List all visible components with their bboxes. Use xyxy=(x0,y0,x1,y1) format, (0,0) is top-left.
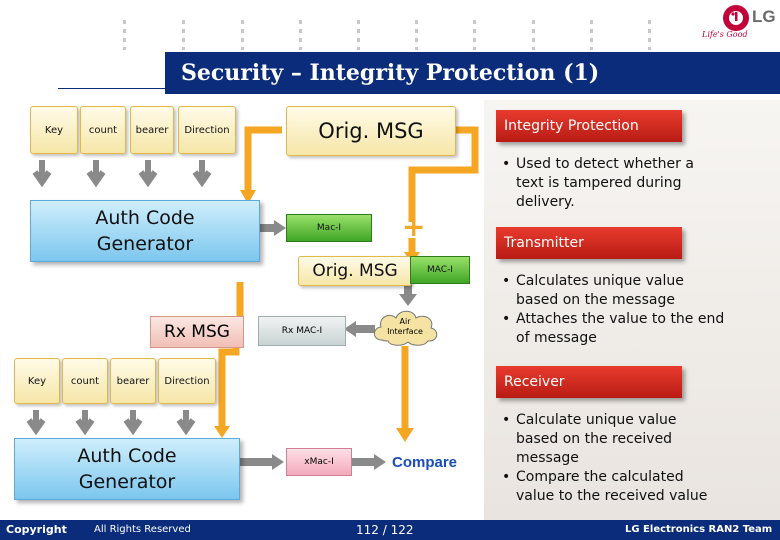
header-rule xyxy=(58,88,168,89)
mac-i-tag: MAC-I xyxy=(410,256,470,284)
integrity-protection-header: Integrity Protection xyxy=(496,110,682,142)
header-decoration xyxy=(590,20,593,50)
receiver-bullets: Calculate unique value based on the rece… xyxy=(500,411,710,506)
input-bearer-top: bearer xyxy=(130,106,174,154)
input-count-top: count xyxy=(80,106,126,154)
orig-msg-mid: Orig. MSG xyxy=(298,256,412,286)
air-interface-label: Air Interface xyxy=(387,317,423,336)
mac-i-label: Mac-I xyxy=(316,223,342,233)
input-label: bearer xyxy=(116,375,150,387)
bullet-item: Calculates unique value based on the mes… xyxy=(500,272,725,310)
header-decoration xyxy=(532,20,535,50)
bullet-item: Used to detect whether a text is tampere… xyxy=(500,155,725,212)
input-label: count xyxy=(70,375,100,387)
orig-msg-label: Orig. MSG xyxy=(312,261,398,281)
footer-team: LG Electronics RAN2 Team xyxy=(625,524,773,535)
transmitter-header: Transmitter xyxy=(496,227,682,259)
footer-page-number: 112 / 122 xyxy=(356,523,414,537)
page-title-bar: Security – Integrity Protection (1) xyxy=(165,52,780,94)
xmac-i-box: xMac-I xyxy=(286,448,352,476)
arrow-down-icon xyxy=(32,160,212,188)
integrity-title: Integrity Protection xyxy=(504,118,639,134)
footer-rights: All Rights Reserved xyxy=(94,524,191,535)
rx-mac-i-label: Rx MAC-I xyxy=(281,326,323,336)
lg-logo: LG Life's Good xyxy=(700,2,778,46)
transmitter-bullets: Calculates unique value based on the mes… xyxy=(500,272,725,348)
input-bearer-bottom: bearer xyxy=(110,358,156,404)
xmac-i-label: xMac-I xyxy=(304,457,334,467)
receiver-header: Receiver xyxy=(496,366,682,398)
lg-logo-mark xyxy=(723,5,749,31)
rx-msg-label: Rx MSG xyxy=(164,322,230,342)
mac-i-tag-label: MAC-I xyxy=(427,265,453,275)
input-count-bottom: count xyxy=(62,358,108,404)
input-label: Key xyxy=(44,124,64,136)
cloud-icon xyxy=(373,310,438,346)
page-title: Security – Integrity Protection (1) xyxy=(181,60,600,86)
input-label: count xyxy=(88,124,118,136)
header-decoration xyxy=(299,20,302,50)
plus-icon: + xyxy=(402,210,426,243)
transmitter-title: Transmitter xyxy=(504,235,584,251)
bullet-item: Attaches the value to the end of message xyxy=(500,310,725,348)
lg-slogan: Life's Good xyxy=(702,30,748,39)
arrow-down-icon xyxy=(26,410,196,436)
orig-msg-label: Orig. MSG xyxy=(318,119,424,143)
header-decoration xyxy=(182,20,185,50)
receiver-title: Receiver xyxy=(504,374,565,390)
air-interface-cloud: Air Interface xyxy=(368,306,442,348)
input-label: Direction xyxy=(184,124,230,136)
auth-code-generator-top: Auth Code Generator xyxy=(30,200,260,262)
header-decoration xyxy=(123,20,126,50)
orig-msg-top: Orig. MSG xyxy=(286,106,456,156)
footer-bar: Copyright All Rights Reserved 112 / 122 … xyxy=(0,520,780,540)
mac-i-box: Mac-I xyxy=(286,214,372,242)
input-label: Direction xyxy=(164,375,210,387)
rx-msg-box: Rx MSG xyxy=(150,316,244,348)
bullet-item: Calculate unique value based on the rece… xyxy=(500,411,710,468)
input-label: Key xyxy=(27,375,47,387)
header-decoration xyxy=(241,20,244,50)
auth-gen-label: Auth Code Generator xyxy=(77,445,177,493)
header-decoration xyxy=(415,20,418,50)
header-decoration xyxy=(473,20,476,50)
footer-copyright: Copyright xyxy=(6,523,67,536)
integrity-bullets: Used to detect whether a text is tampere… xyxy=(500,155,725,212)
auth-code-generator-bottom: Auth Code Generator xyxy=(14,438,240,500)
input-key-top: Key xyxy=(30,106,78,154)
input-label: bearer xyxy=(135,124,169,136)
input-key-bottom: Key xyxy=(14,358,60,404)
bullet-item: Compare the calculated value to the rece… xyxy=(500,468,710,506)
input-direction-top: Direction xyxy=(178,106,236,154)
input-direction-bottom: Direction xyxy=(158,358,216,404)
rx-mac-i-box: Rx MAC-I xyxy=(258,316,346,346)
header-decoration xyxy=(357,20,360,50)
lg-logo-text: LG xyxy=(752,7,776,26)
header-decoration xyxy=(648,20,651,50)
auth-gen-label: Auth Code Generator xyxy=(95,207,195,255)
compare-label: Compare xyxy=(392,454,458,471)
